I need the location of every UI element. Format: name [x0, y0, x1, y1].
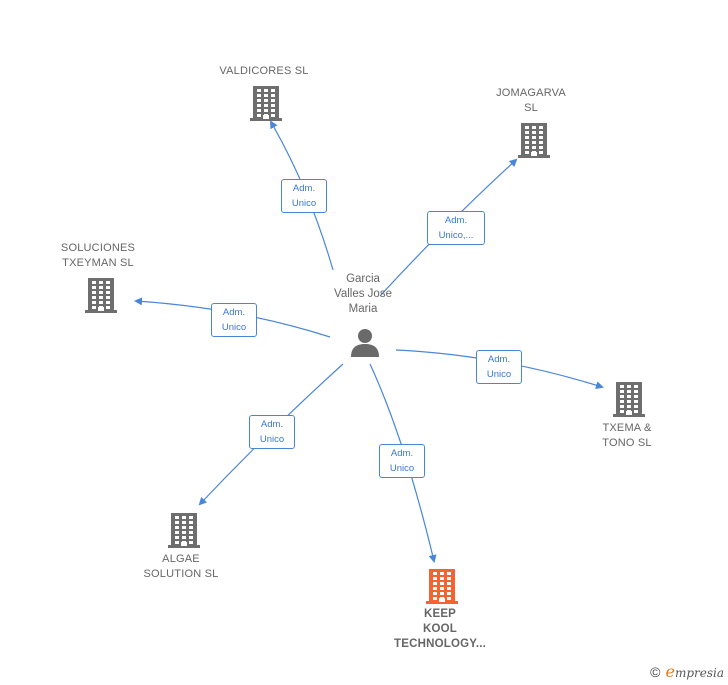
building-icon	[250, 86, 282, 121]
brand-logo: empresia	[665, 662, 724, 681]
company-name: KEEP KOOL TECHNOLOGY...	[393, 608, 487, 650]
footer-brand: © empresia	[650, 662, 724, 681]
person-name: Garcia Valles Jose Maria	[334, 273, 392, 315]
company-name: ALGAE SOLUTION SL	[143, 553, 219, 580]
building-icon	[85, 278, 117, 313]
relation-label-soluciones[interactable]: Adm. Unico	[211, 303, 257, 337]
company-name: SOLUCIONES TXEYMAN SL	[60, 242, 136, 269]
company-name: VALDICORES SL	[219, 65, 309, 77]
copyright-icon: ©	[650, 663, 661, 680]
relation-label-algae[interactable]: Adm. Unico	[249, 415, 295, 449]
company-name: TXEMA & TONO SL	[602, 422, 652, 449]
relation-label-keep[interactable]: Adm. Unico	[379, 444, 425, 478]
company-name: JOMAGARVA SL	[496, 87, 566, 114]
person-icon	[351, 329, 379, 357]
building-icon	[518, 123, 550, 158]
building-icon	[168, 513, 200, 548]
relation-label-valdicores[interactable]: Adm. Unico	[281, 179, 327, 213]
building-icon	[613, 382, 645, 417]
relation-label-txema[interactable]: Adm. Unico	[476, 350, 522, 384]
relation-label-jomagarva[interactable]: Adm. Unico,...	[427, 211, 485, 245]
building-icon	[426, 569, 458, 604]
